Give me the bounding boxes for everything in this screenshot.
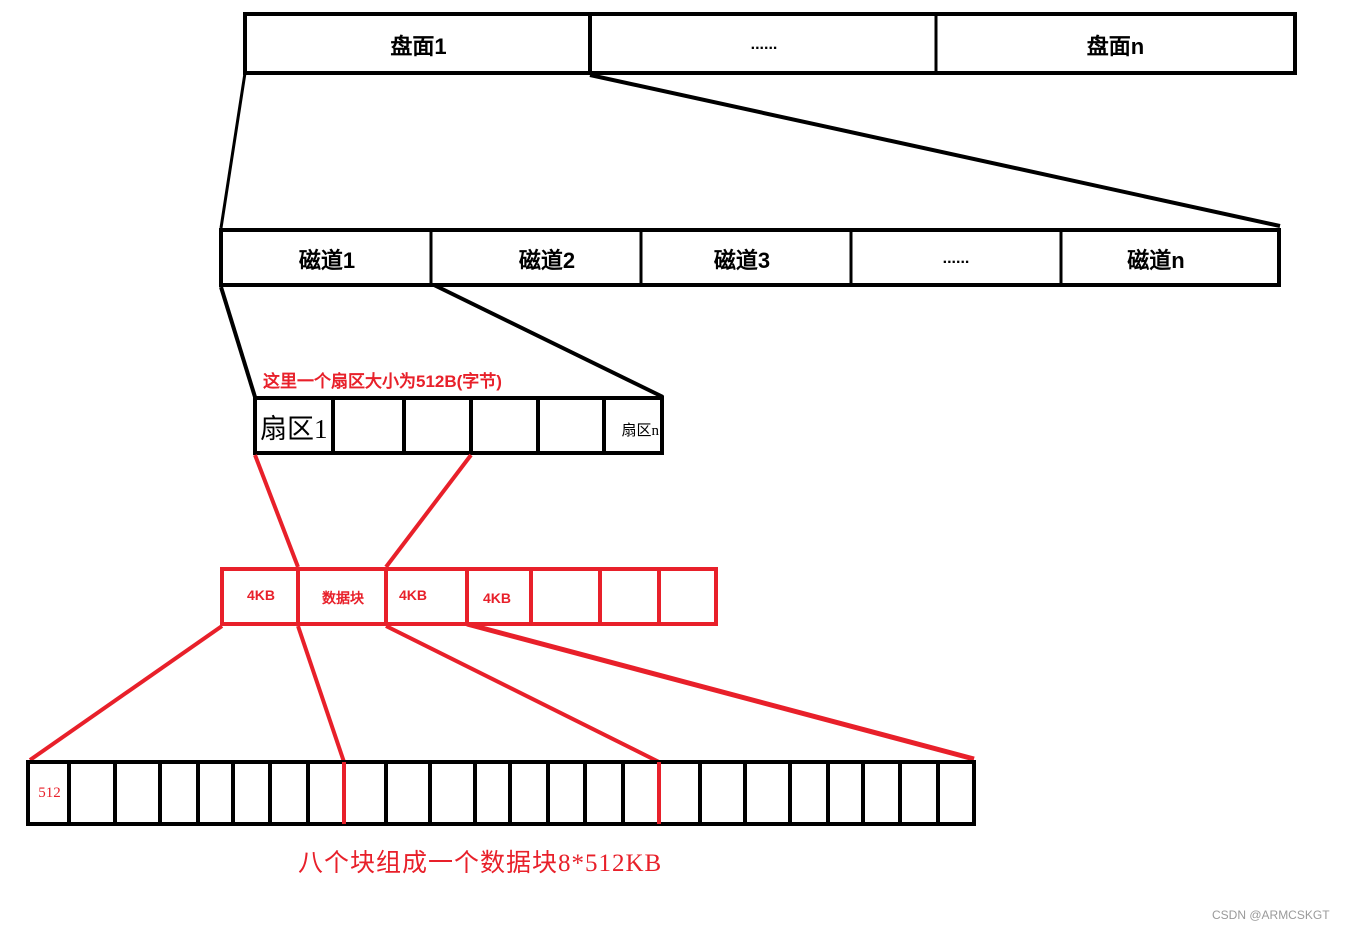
track-label: 磁道2 [518, 247, 576, 273]
sector-cell-n: 扇区n [606, 400, 660, 453]
data-block-cell-7 [661, 571, 714, 624]
watermark: CSDN @ARMCSKGT [1212, 908, 1330, 922]
data-block-cell-3: 4KB [388, 571, 438, 621]
track-cell-3: 磁道3 [643, 232, 841, 285]
platter-label: 盘面1 [390, 33, 447, 59]
track-cell-1: 磁道1 [223, 232, 431, 285]
data-block-label: 数据块 [322, 589, 364, 606]
platter-cell-ellipsis: ...... [592, 16, 936, 73]
sector-label: 扇区1 [260, 414, 328, 444]
data-block-cell-6 [602, 571, 659, 624]
track-cell-2: 磁道2 [433, 232, 661, 285]
track-label: 磁道n [1127, 247, 1185, 273]
track-label: 磁道1 [298, 247, 356, 273]
byte-cell-1: 512 [30, 764, 69, 822]
data-block-cell-2: 数据块 [300, 571, 386, 624]
platter-label: ...... [750, 35, 778, 53]
sector-cell-3 [406, 400, 471, 453]
sector-cell-2 [335, 400, 404, 453]
track-label: 磁道3 [713, 247, 771, 273]
data-block-label: 4KB [398, 587, 427, 603]
platter-cell-1: 盘面1 [247, 16, 590, 73]
data-block-cell-5 [533, 571, 600, 624]
sector-label: 扇区n [621, 423, 659, 439]
track-cell-n: 磁道n [1063, 232, 1249, 285]
byte-label: 512 [38, 784, 61, 801]
track-label: ...... [942, 249, 970, 267]
diagram-caption: 八个块组成一个数据块8*512KB [298, 850, 663, 877]
platter-label: 盘面n [1086, 33, 1145, 59]
track-cell-ellipsis: ...... [853, 232, 1059, 285]
sector-cell-1: 扇区1 [257, 400, 333, 453]
sector-cell-5 [540, 400, 604, 453]
sector-size-note: 这里一个扇区大小为512B(字节) [263, 372, 502, 391]
platter-cell-n: 盘面n [938, 16, 1293, 73]
data-block-label: 4KB [482, 589, 511, 606]
data-block-cell-4: 4KB [469, 571, 525, 624]
sector-cell-4 [473, 400, 538, 453]
data-block-cell-1: 4KB [224, 571, 298, 621]
data-block-label: 4KB [246, 587, 275, 603]
